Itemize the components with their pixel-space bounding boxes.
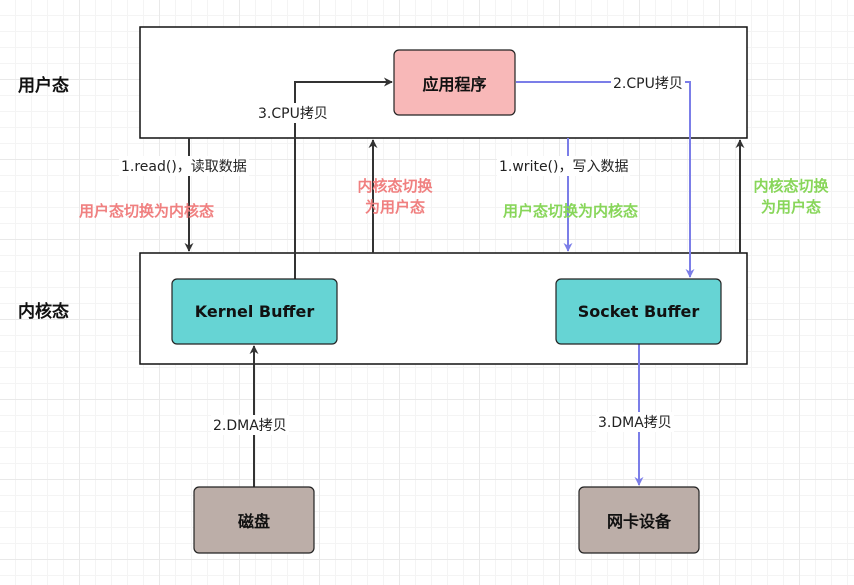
disk-node [193,486,315,554]
kernel-to-user-read-note-line2: 为用户态 [364,198,425,216]
dma-copy-write-label: 3.DMA拷贝 [596,412,674,432]
nic-node [578,486,700,554]
app-node [393,49,516,116]
user-to-kernel-read-note: 用户态切换为内核态 [79,202,215,220]
write-step-label: 1.write()，写入数据 [497,156,631,176]
user-to-kernel-write-note: 用户态切换为内核态 [503,202,639,220]
kernel-to-user-read-note-line1: 内核态切换 [357,177,433,195]
kernel-to-user-write-note-line1: 内核态切换 [753,177,829,195]
dma-copy-read-label: 2.DMA拷贝 [211,415,289,435]
kernel-space-label: 内核态 [18,302,69,322]
kernel-to-user-read-note: 内核态切换 为用户态 [342,176,448,218]
cpu-copy-read-arrow [294,77,393,279]
read-step-label: 1.read()，读取数据 [119,156,249,176]
kernel-to-user-write-note-line2: 为用户态 [760,198,821,216]
socket-buffer-node [555,278,722,345]
cpu-copy-write-label: 2.CPU拷贝 [611,73,685,93]
kernel-buffer-node [171,278,338,345]
kernel-to-user-write-note: 内核态切换 为用户态 [739,176,843,218]
cpu-copy-write-arrow [516,81,695,278]
user-space-label: 用户态 [18,76,69,96]
cpu-copy-read-label: 3.CPU拷贝 [256,103,330,123]
